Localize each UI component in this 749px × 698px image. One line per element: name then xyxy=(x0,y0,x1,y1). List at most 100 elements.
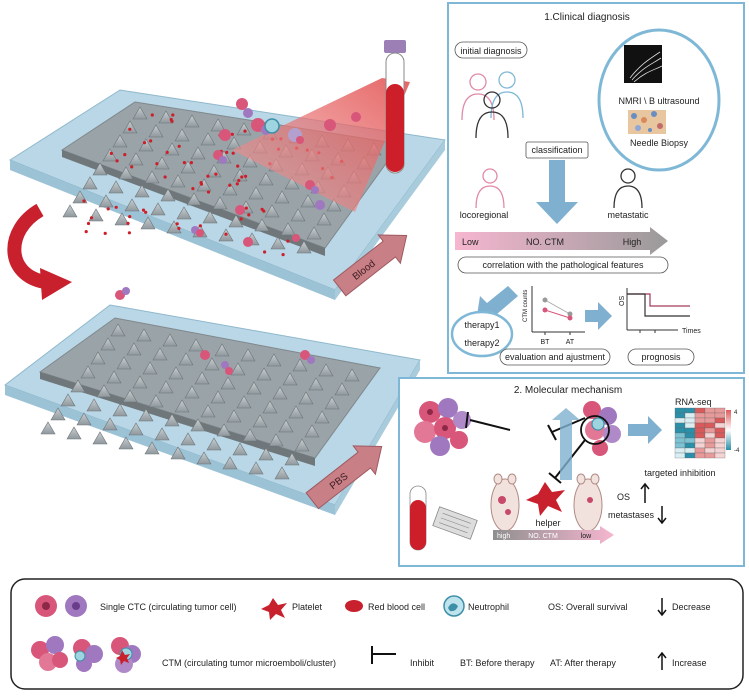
pillar xyxy=(66,426,82,440)
pillar xyxy=(202,210,218,224)
rna-seq-heatmap xyxy=(674,407,726,459)
rbc-dot xyxy=(128,215,132,219)
heatmap-cell xyxy=(714,407,726,414)
rbc-dot xyxy=(235,182,239,186)
heatmap-cell xyxy=(714,452,726,459)
pillar xyxy=(300,194,316,208)
pillar xyxy=(92,431,108,445)
heatmap-cell xyxy=(714,422,726,429)
pillar xyxy=(292,358,308,372)
heatmap-cell xyxy=(684,407,696,414)
rbc-dot xyxy=(123,153,127,157)
legend-at: AT: After therapy xyxy=(550,658,616,668)
pillar xyxy=(96,384,112,398)
pillar xyxy=(206,164,222,178)
rbc-dot xyxy=(228,183,232,187)
rbc-dot xyxy=(244,206,248,210)
pillar xyxy=(114,212,130,226)
pillar xyxy=(222,456,238,470)
pillar xyxy=(184,114,200,128)
pillar xyxy=(150,202,166,216)
pillar xyxy=(344,368,360,382)
pillar xyxy=(258,172,274,186)
rbc-dot xyxy=(103,231,107,235)
pillar xyxy=(122,120,138,134)
pillar xyxy=(178,352,194,366)
inhibit-icon xyxy=(371,646,396,664)
initial-diagnosis-label: initial diagnosis xyxy=(460,46,522,56)
blood-beam xyxy=(232,78,410,212)
heatmap-cell xyxy=(674,437,686,444)
heatmap-cell xyxy=(704,407,716,414)
heatmap-cell xyxy=(704,427,716,434)
heatmap-cell xyxy=(674,447,686,454)
rbc-dot xyxy=(126,221,130,225)
pillar xyxy=(144,441,160,455)
pillar xyxy=(98,194,114,208)
pillar xyxy=(102,148,118,162)
legend-inhibit: Inhibit xyxy=(410,658,435,668)
heatmap-cell xyxy=(714,432,726,439)
at-tick-label: AT xyxy=(566,339,575,346)
prognosis-label: prognosis xyxy=(641,352,681,362)
no-ctm-label: NO. CTM xyxy=(526,237,564,247)
pbs-inlet-arrow: PBS xyxy=(305,445,383,510)
pillar xyxy=(200,132,216,146)
prognosis-arrow xyxy=(585,302,612,330)
pillar xyxy=(294,438,310,452)
rbc-dot xyxy=(128,127,132,131)
ctm-gradient-arrow xyxy=(455,227,668,255)
rbc-dot xyxy=(263,250,267,254)
pillar xyxy=(242,154,258,168)
legend-neutrophil: Neutrophil xyxy=(468,602,509,612)
pillar xyxy=(164,413,180,427)
pillar xyxy=(288,405,304,419)
rbc-dot xyxy=(115,159,119,163)
rbc-dot xyxy=(163,175,167,179)
pillar xyxy=(148,394,164,408)
rbc-dot xyxy=(149,139,153,143)
mouse-low-icon xyxy=(573,473,603,532)
rbc-dot xyxy=(243,129,247,133)
rbc-dot xyxy=(206,174,210,178)
rbc-dot xyxy=(84,230,88,234)
heatmap-cell xyxy=(704,417,716,424)
pillar xyxy=(280,222,296,236)
pillar xyxy=(158,110,174,124)
increase-arrow-icon xyxy=(640,482,650,503)
legend-rbc: Red blood cell xyxy=(368,602,425,612)
heatmap-cell xyxy=(714,447,726,454)
heatmap-cell xyxy=(704,412,716,419)
pillar xyxy=(80,365,96,379)
legend-single-ctc: Single CTC (circulating tumor cell) xyxy=(100,602,237,612)
pillar xyxy=(70,379,86,393)
pillar xyxy=(76,412,92,426)
rbc-dot xyxy=(247,213,251,217)
pillar xyxy=(152,347,168,361)
heatmap-cell xyxy=(684,437,696,444)
pillar xyxy=(190,418,206,432)
magnifier-icon xyxy=(580,415,610,445)
transfer-arrow xyxy=(7,203,72,300)
rbc-dot xyxy=(171,113,175,117)
correlation-label: correlation with the pathological featur… xyxy=(482,260,644,270)
heatmap-cell xyxy=(674,422,686,429)
pillar xyxy=(212,196,228,210)
pillar xyxy=(60,393,76,407)
pillar xyxy=(132,106,148,120)
pillar xyxy=(284,452,300,466)
pillar xyxy=(326,198,342,212)
pillar xyxy=(158,380,174,394)
pillar xyxy=(188,338,204,352)
rbc-dot xyxy=(175,222,179,226)
rbc-dot xyxy=(150,113,154,117)
rbc-dot xyxy=(260,207,264,211)
rbc-dot xyxy=(224,232,228,236)
rbc-dot xyxy=(237,178,241,183)
survival-chart: OS Times xyxy=(619,288,701,335)
pillar xyxy=(232,442,248,456)
rbc-dot xyxy=(155,162,159,166)
pillar xyxy=(138,138,154,152)
heatmap-cell xyxy=(684,442,696,449)
